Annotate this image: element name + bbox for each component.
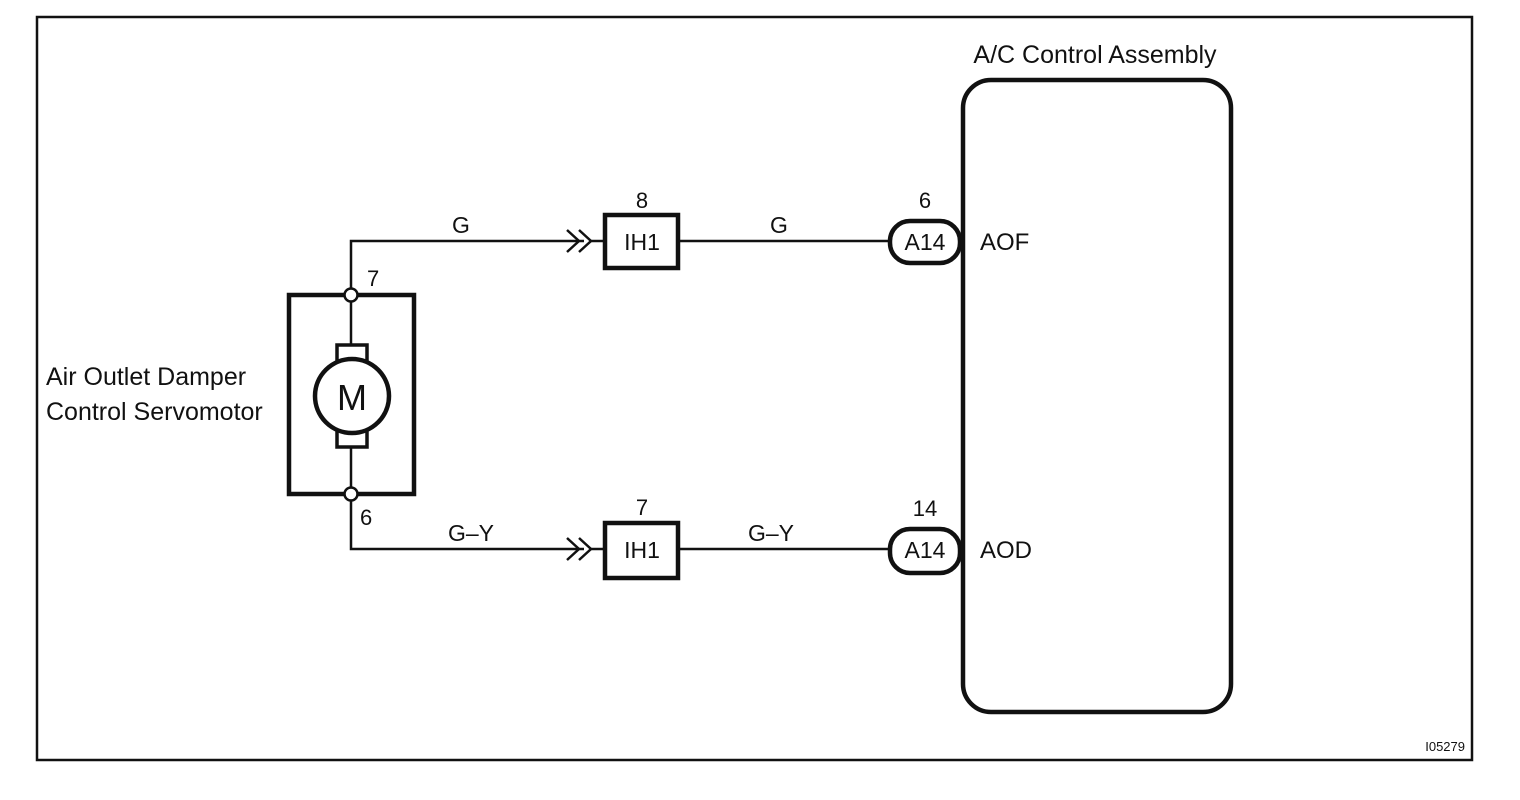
junction-pin-number: 7	[636, 495, 648, 520]
diagram-code: I05279	[1425, 739, 1465, 754]
ac-control-assembly-label: A/C Control Assembly	[973, 41, 1217, 69]
junction-connector-ih1	[602, 212, 681, 271]
wire-color-label: G–Y	[448, 520, 494, 546]
terminal-name: AOF	[980, 229, 1029, 256]
wire-color-label: G	[770, 212, 788, 238]
motor-symbol	[312, 356, 392, 436]
circuit-aod: G–Y IH1 7 G–Y A14 14 AOD	[349, 495, 1032, 581]
servomotor: M 7 6 Air Outlet Damper Control Servomot…	[46, 266, 417, 530]
servomotor-label-line1: Air Outlet Damper	[46, 363, 246, 391]
ac-control-assembly-box	[960, 77, 1234, 715]
ecu-connector-label: A14	[905, 229, 946, 255]
ecu-connector-label: A14	[905, 537, 946, 563]
junction-connector-label: IH1	[624, 537, 660, 563]
servomotor-pin-bottom: 6	[360, 505, 372, 530]
wire-color-label: G–Y	[748, 520, 794, 546]
junction-pin-number: 8	[636, 188, 648, 213]
wire-color-label: G	[452, 212, 470, 238]
ecu-connector-a14	[887, 526, 963, 576]
junction-connector-ih1	[602, 520, 681, 581]
ecu-connector-a14	[887, 218, 963, 266]
pin-7-terminal	[343, 287, 359, 303]
servomotor-label-line2: Control Servomotor	[46, 398, 263, 426]
ecu-pin-number: 6	[919, 188, 931, 213]
motor-letter: M	[337, 377, 367, 418]
terminal-name: AOD	[980, 537, 1032, 564]
servomotor-pin-top: 7	[367, 266, 379, 291]
junction-connector-label: IH1	[624, 229, 660, 255]
diagram-frame	[35, 15, 1474, 762]
ac-control-assembly: A/C Control Assembly	[960, 41, 1234, 715]
circuit-aof: G IH1 8 G A14 6 AOF	[349, 188, 1029, 288]
ecu-pin-number: 14	[913, 496, 937, 521]
pin-6-terminal	[343, 486, 359, 502]
